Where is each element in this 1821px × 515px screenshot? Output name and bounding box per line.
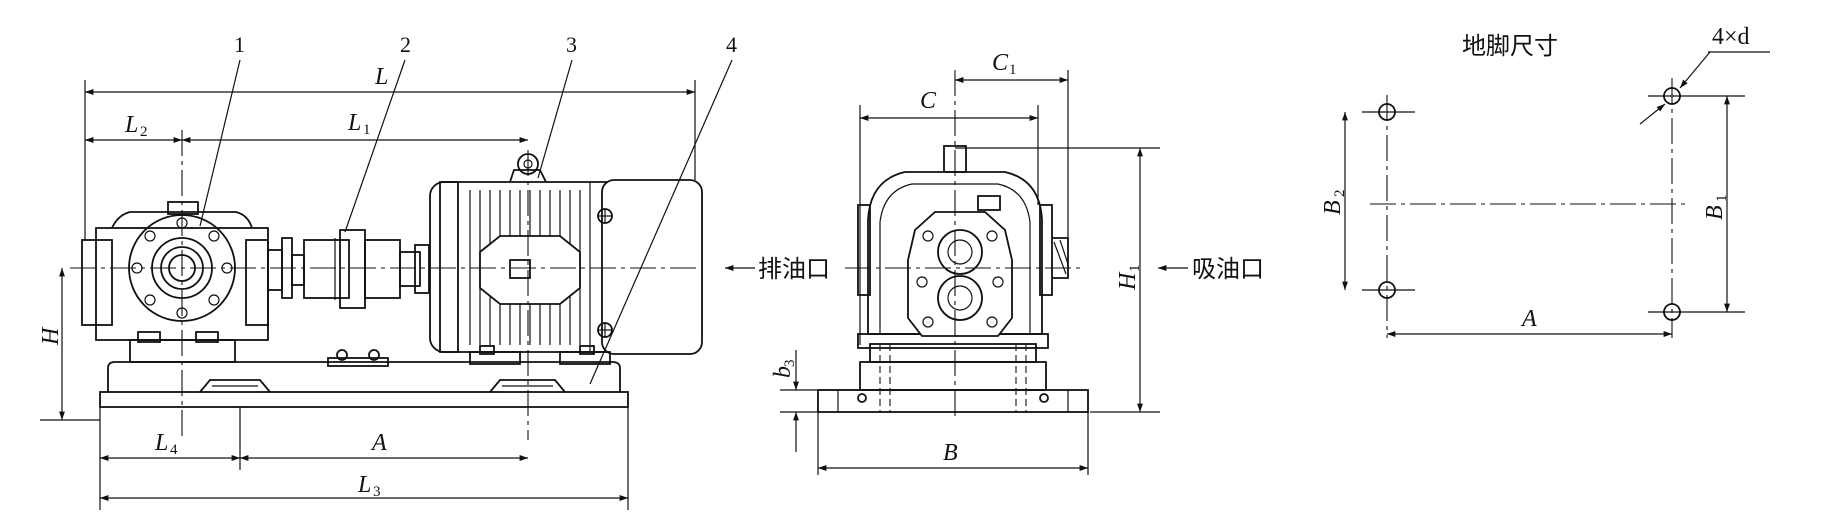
label-B1: B bbox=[1702, 205, 1728, 220]
base-bolts bbox=[327, 349, 389, 367]
label-C: C bbox=[920, 88, 937, 114]
side-view: L L 2 L 1 H L 4 A L 3 1 2 3 4 排油口 bbox=[38, 32, 830, 510]
label-H: H bbox=[38, 326, 64, 346]
label-L4-sub: 4 bbox=[170, 442, 178, 458]
base-frame bbox=[99, 361, 629, 408]
label-C1: C bbox=[992, 50, 1009, 76]
label-B2: B bbox=[1320, 200, 1346, 215]
end-view: C 1 C H 1 b 3 B 吸油口 bbox=[770, 50, 1264, 475]
label-L3-sub: 3 bbox=[373, 484, 381, 500]
coupling bbox=[291, 229, 430, 309]
label-C1-sub: 1 bbox=[1009, 62, 1017, 78]
label-L: L bbox=[374, 64, 388, 90]
label-L1: L bbox=[347, 110, 361, 136]
holes-label: 4×d bbox=[1712, 24, 1750, 50]
label-H1-sub: 1 bbox=[1127, 265, 1143, 273]
label-L1-sub: 1 bbox=[363, 122, 371, 138]
electric-motor bbox=[429, 153, 703, 365]
callout-2: 2 bbox=[400, 32, 411, 57]
label-A-foot: A bbox=[1520, 306, 1537, 332]
label-B2-sub: 2 bbox=[1332, 190, 1348, 198]
outlet-label: 排油口 bbox=[758, 255, 830, 283]
label-A: A bbox=[370, 430, 387, 456]
gear-pump bbox=[81, 201, 293, 363]
label-L4: L bbox=[154, 430, 168, 456]
label-b3-sub: 3 bbox=[782, 360, 798, 368]
label-L2: L bbox=[124, 112, 138, 138]
inlet-label: 吸油口 bbox=[1192, 255, 1264, 283]
label-L3: L bbox=[357, 472, 371, 498]
callout-4: 4 bbox=[726, 32, 737, 57]
label-B: B bbox=[943, 440, 958, 466]
foot-view-title: 地脚尺寸 bbox=[1462, 32, 1558, 60]
holes-leader bbox=[1679, 51, 1711, 89]
label-H1: H bbox=[1115, 271, 1141, 291]
label-B1-sub: 1 bbox=[1714, 195, 1730, 203]
callout-3: 3 bbox=[566, 32, 577, 57]
callout-1: 1 bbox=[234, 32, 245, 57]
label-L2-sub: 2 bbox=[140, 124, 148, 140]
label-b3: b bbox=[770, 366, 796, 378]
foot-view: 地脚尺寸 4×d B 2 B 1 A bbox=[1320, 24, 1770, 338]
